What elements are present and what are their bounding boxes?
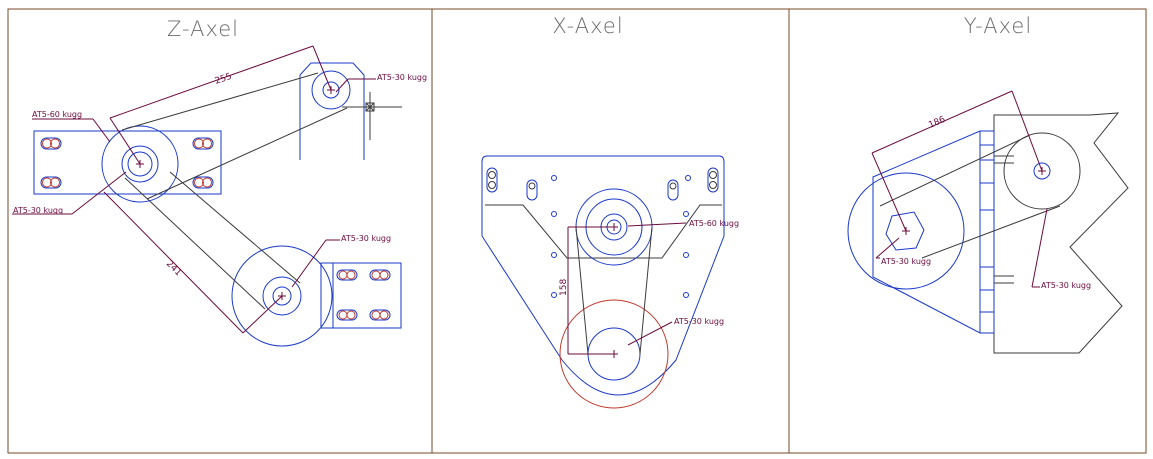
- z-belt-lower-2: [124, 177, 266, 310]
- y-pulley-upper: [1003, 132, 1081, 210]
- z-left-plate-slots: [40, 137, 214, 189]
- panel-y-axel: Y-Axel: [847, 14, 1129, 354]
- z-pulley-large: [101, 125, 179, 203]
- z-left-plate: [33, 130, 222, 195]
- z-label-at5-30-lower: AT5-30 kugg: [291, 234, 391, 288]
- svg-text:AT5-30 kugg: AT5-30 kugg: [881, 257, 931, 266]
- x-plate-inner-line: [485, 204, 722, 259]
- y-label-at5-30-right: AT5-30 kugg: [1031, 208, 1091, 290]
- svg-text:AT5-30 kugg: AT5-30 kugg: [13, 206, 63, 215]
- svg-text:158: 158: [559, 279, 569, 296]
- z-dimension-241: 241: [103, 191, 283, 334]
- panel-x-axel: X-Axel: [481, 14, 739, 409]
- x-label-at5-60: AT5-60 kugg: [627, 219, 739, 228]
- x-dimension-158: 158: [559, 226, 614, 355]
- svg-text:AT5-30 kugg: AT5-30 kugg: [341, 234, 391, 243]
- z-label-at5-30-top: AT5-30 kugg: [335, 73, 427, 93]
- y-profile-outline: [993, 112, 1129, 354]
- x-plate-slots: [486, 167, 719, 201]
- z-label-at5-60: AT5-60 kugg: [32, 110, 111, 143]
- svg-text:AT5-30 kugg: AT5-30 kugg: [377, 73, 427, 82]
- svg-text:AT5-60 kugg: AT5-60 kugg: [32, 110, 82, 119]
- z-belt-upper-1: [121, 72, 319, 131]
- y-label-at5-30-left: AT5-30 kugg: [875, 237, 931, 266]
- x-plate-outline: [481, 155, 725, 396]
- z-label-at5-30-left: AT5-30 kugg: [12, 171, 127, 215]
- y-dimension-186: 186: [871, 90, 1043, 232]
- y-belt-lower: [921, 205, 1061, 259]
- y-side-plate-ticks: [980, 144, 1014, 313]
- y-belt-upper: [879, 134, 1031, 207]
- svg-text:255: 255: [214, 72, 234, 87]
- z-belt-upper-2: [146, 107, 348, 200]
- svg-text:AT5-30 kugg: AT5-30 kugg: [1041, 281, 1091, 290]
- z-lower-plate-slots: [336, 269, 391, 321]
- x-belt-left: [575, 226, 589, 355]
- svg-text:AT5-60 kugg: AT5-60 kugg: [689, 219, 739, 228]
- y-side-plate: [872, 130, 995, 334]
- panel-title-y: Y-Axel: [964, 14, 1032, 38]
- panel-title-x: X-Axel: [552, 14, 623, 38]
- x-belt-right: [639, 226, 653, 355]
- x-label-at5-30: AT5-30 kugg: [627, 317, 724, 346]
- svg-text:186: 186: [927, 115, 947, 131]
- panel-title-z: Z-Axel: [167, 17, 239, 41]
- x-plate-holes: [551, 175, 691, 298]
- panel-z-axel: Z-Axel: [12, 17, 427, 347]
- z-belt-lower-1: [169, 171, 301, 284]
- z-lower-plate: [320, 262, 402, 329]
- svg-text:241: 241: [164, 259, 183, 278]
- sheet-border: [7, 8, 1147, 454]
- svg-text:AT5-30 kugg: AT5-30 kugg: [674, 317, 724, 326]
